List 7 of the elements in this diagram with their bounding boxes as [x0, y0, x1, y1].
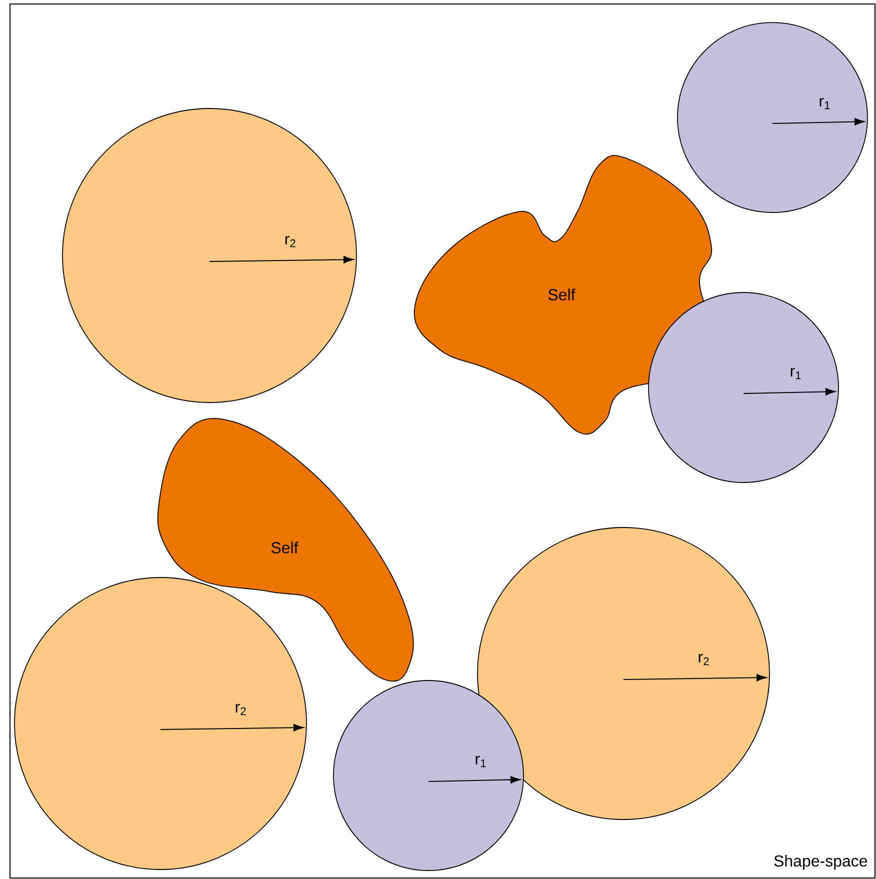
radius-label: r$_{2}$	[236, 704, 246, 716]
shape-space-label: Shape-space	[774, 854, 868, 870]
radius-label: r$_{2}$	[285, 236, 296, 248]
radius-label: r$_{1}$	[476, 756, 486, 768]
radius-label: r$_{1}$	[820, 98, 830, 110]
radius-label: r$_{2}$	[698, 654, 709, 666]
radius-label: r$_{1}$	[790, 368, 801, 380]
